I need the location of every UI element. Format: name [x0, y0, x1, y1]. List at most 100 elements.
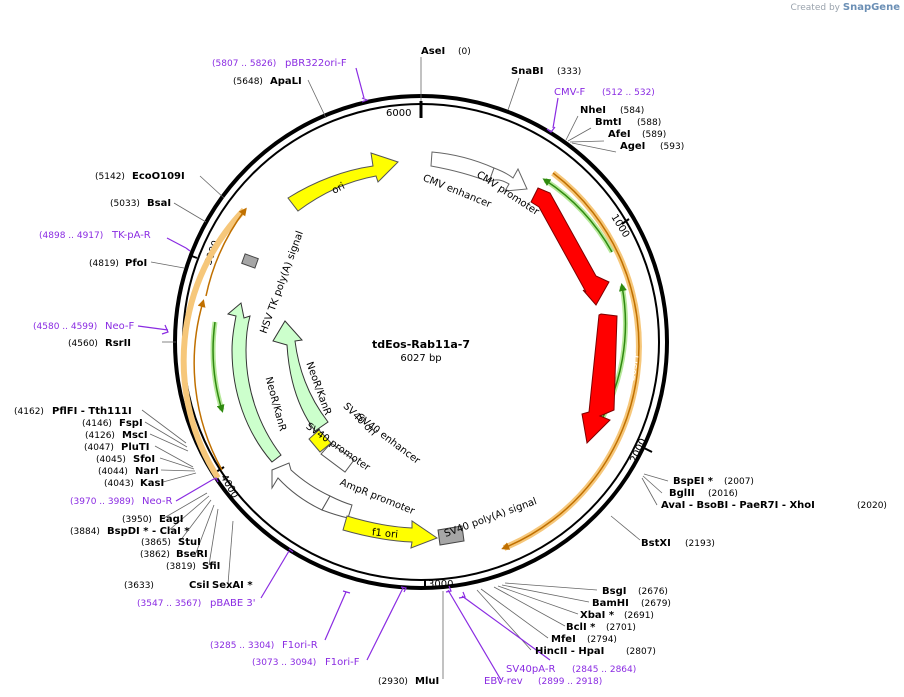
- enzyme-bseri-pos: (3862): [140, 550, 170, 560]
- enzyme-hincii-hpai-pos: (2807): [626, 647, 656, 657]
- tick-label: 3000: [428, 579, 453, 590]
- enzyme-apali: ApaLI: [270, 76, 302, 87]
- enzyme-mlui: MluI: [415, 676, 439, 687]
- feature-sv40-promoter: [271, 462, 331, 511]
- enzyme-sfii: SfiI: [202, 561, 220, 572]
- enzyme-kasi-pos: (4043): [104, 479, 134, 489]
- plasmid-size: 6027 bp: [400, 353, 441, 364]
- enzyme-bcli: BclI *: [566, 622, 596, 633]
- neo-track: [210, 321, 225, 411]
- enzyme-bglii: BglII: [669, 488, 695, 499]
- snapgene-logo: SnapGene: [842, 2, 900, 13]
- primer-sv40pa-r-range: (2845 .. 2864): [572, 665, 636, 675]
- primer-pbabe3: pBABE 3': [210, 598, 256, 609]
- primer-cmv-f: CMV-F: [554, 87, 585, 98]
- enzyme-mfei-pos: (2794): [587, 635, 617, 645]
- enzyme-bamhi-pos: (2679): [641, 599, 671, 609]
- enzyme-bglii-pos: (2016): [708, 489, 738, 499]
- enzyme-xbai-pos: (2691): [624, 611, 654, 621]
- enzyme-bamhi: BamHI: [592, 598, 629, 609]
- enzyme-sfii-pos: (3819): [166, 562, 196, 572]
- enzyme-eagi-pos: (3950): [122, 515, 152, 525]
- primer-sv40pa-r: SV40pA-R: [506, 664, 555, 675]
- enzyme-csii-pos: (3633): [124, 581, 154, 591]
- label-hsv-tk-polya: HSV TK poly(A) signal: [259, 230, 306, 336]
- enzyme-nari-pos: (4044): [98, 467, 128, 477]
- primer-ebv-rev: EBV-rev: [484, 676, 523, 687]
- primer-f1ori-f-range: (3073 .. 3094): [252, 658, 316, 668]
- enzyme-sexai: SexAI *: [212, 580, 253, 591]
- enzyme-bstxi: BstXI: [641, 538, 671, 549]
- feature-hsv-tk-polya: [241, 253, 259, 269]
- feature-eosfp-2: [581, 313, 618, 445]
- snapgene-credit: Created by SnapGene: [790, 2, 900, 13]
- enzyme-mlui-pos: (2930): [378, 677, 408, 687]
- neo-region-track: [180, 207, 247, 480]
- enzyme-csii: CsiI: [189, 580, 209, 591]
- feature-f1-ori: [342, 515, 439, 549]
- feature-sv40-polya: [437, 525, 465, 546]
- enzyme-bcli-pos: (2701): [606, 623, 636, 633]
- enzyme-pflfi-tth111i: PflFI - Tth111I: [52, 406, 132, 417]
- enzyme-stui: StuI: [178, 537, 201, 548]
- feature-eosfp-1: [530, 187, 610, 306]
- feature-neor-outer: [226, 302, 282, 463]
- enzyme-hincii-hpai: HincII - HpaI: [535, 646, 604, 657]
- primer-pbabe3-range: (3547 .. 3567): [137, 599, 201, 609]
- enzyme-xbai: XbaI *: [580, 610, 615, 621]
- enzyme-asei: AseI: [421, 46, 445, 57]
- tick-6000: 6000: [386, 108, 411, 119]
- label-neor-outer: NeoR/KanR: [263, 376, 288, 433]
- credit-prefix: Created by: [790, 3, 840, 13]
- feature-cmv-promoter: [488, 167, 528, 192]
- feature-sv40-ori: [308, 429, 332, 453]
- enzyme-rsrii: RsrII: [105, 338, 131, 349]
- feature-neor-inner: [272, 320, 329, 432]
- primer-f1ori-r: F1ori-R: [282, 640, 318, 651]
- primer-neo-r: Neo-R: [142, 496, 173, 507]
- eosfp-track-1-arrow: [542, 178, 613, 253]
- label-sv40-polya: SV40 poly(A) signal: [443, 496, 539, 540]
- tick-label: 6000: [386, 108, 411, 119]
- enzyme-bseri: BseRI: [176, 549, 208, 560]
- enzyme-nari: NarI: [135, 466, 159, 477]
- enzyme-pfoi: PfoI: [125, 258, 147, 269]
- enzyme-bspdi-clai-pos: (3884): [70, 527, 100, 537]
- enzyme-bspei-pos: (2007): [724, 477, 754, 487]
- enzyme-sfoi: SfoI: [133, 454, 155, 465]
- enzyme-bstxi-pos: (2193): [685, 539, 715, 549]
- primer-tk-pa-r-range: (4898 .. 4917): [39, 231, 103, 241]
- primer-neo-f: Neo-F: [105, 321, 135, 332]
- enzyme-agei-pos: (593): [660, 142, 684, 152]
- enzyme-bsgi-pos: (2676): [638, 587, 668, 597]
- primer-tk-pa-r: TK-pA-R: [111, 230, 151, 241]
- enzyme-nhei: NheI: [580, 105, 606, 116]
- enzyme-kasi: KasI: [140, 478, 164, 489]
- enzyme-sfoi-pos: (4045): [96, 455, 126, 465]
- primer-pbr322ori-f: pBR322ori-F: [285, 58, 347, 69]
- eosfp-region-arrow: [501, 172, 640, 550]
- enzyme-avai-group-pos: (2020): [857, 501, 887, 511]
- enzyme-bsgi: BsgI: [602, 586, 626, 597]
- enzyme-apali-pos: (5648): [233, 77, 263, 87]
- primer-pbr322ori-f-range: (5807 .. 5826): [212, 59, 276, 69]
- enzyme-rsrii-pos: (4560): [68, 339, 98, 349]
- enzyme-avai-group: AvaI - BsoBI - PaeR7I - XhoI: [661, 500, 815, 511]
- enzyme-msci-pos: (4126): [85, 431, 115, 441]
- primer-neo-f-range: (4580 .. 4599): [33, 322, 97, 332]
- enzyme-stui-pos: (3865): [141, 538, 171, 548]
- neo-track-arrow: [212, 321, 225, 413]
- enzyme-snabi: SnaBI: [511, 66, 543, 77]
- enzyme-pluti: PluTI: [121, 442, 149, 453]
- enzyme-fspi-pos: (4146): [82, 419, 112, 429]
- primer-ebv-rev-range: (2899 .. 2918): [538, 677, 602, 687]
- label-ori: ori: [330, 181, 347, 197]
- label-f1-ori: f1 ori: [371, 527, 398, 541]
- enzyme-bmti-pos: (588): [637, 118, 661, 128]
- enzyme-bsai-pos: (5033): [110, 199, 140, 209]
- enzyme-mfei: MfeI: [551, 634, 576, 645]
- enzyme-bspei: BspEI *: [673, 476, 714, 487]
- primer-f1ori-f: F1ori-F: [325, 657, 360, 668]
- enzyme-afei-pos: (589): [642, 130, 666, 140]
